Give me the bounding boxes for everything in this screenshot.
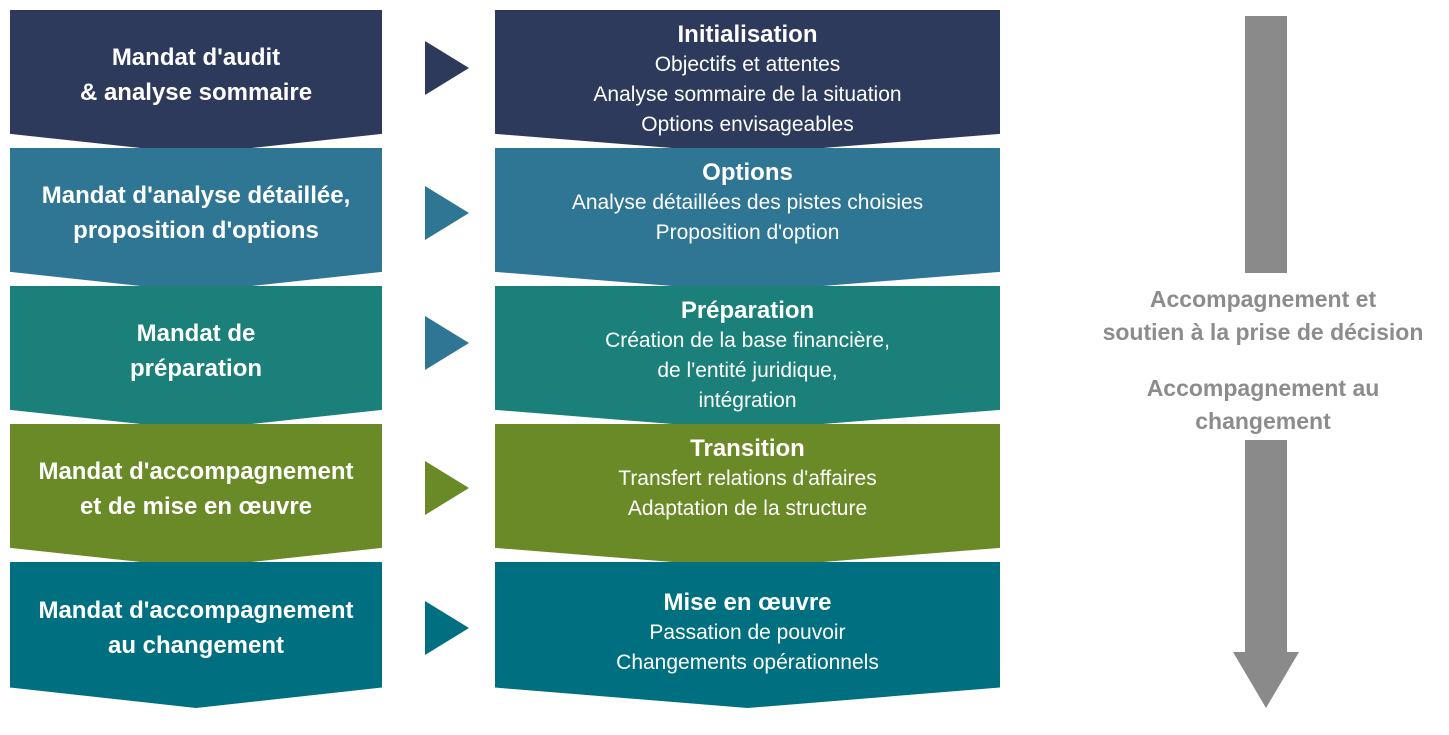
stage-5-arrow-icon [425, 601, 469, 655]
stage-detail-line: Création de la base financière, [605, 329, 890, 352]
stage-initialisation-chevron: Initialisation Objectifs et attentes Ana… [495, 10, 1000, 154]
stage-preparation-chevron: Préparation Création de la base financiè… [495, 286, 1000, 430]
mandate-audit-label: Mandat d'audit & analyse sommaire [79, 44, 313, 106]
stage-detail-line: Options envisageables [641, 113, 854, 136]
down-arrow-icon [1233, 652, 1299, 708]
mandate-implementation-chevron: Mandat d'accompagnement et de mise en œu… [10, 424, 382, 568]
mandate-preparation-chevron: Mandat de préparation [10, 286, 382, 430]
stage-detail-line: de l'entité juridique, [657, 359, 838, 382]
decision-support-label: Accompagnement et soutien à la prise de … [1102, 286, 1424, 345]
stage-detail-line: Analyse sommaire de la situation [593, 83, 902, 106]
mandate-change-label: Mandat d'accompagnement au changement [38, 597, 354, 659]
stage-detail-line: Transfert relations d'affaires [618, 467, 877, 490]
stage-detail-line: Objectifs et attentes [654, 53, 841, 76]
stage-transition-details: Transfert relations d'affaires Adaptatio… [618, 464, 876, 524]
mandate-analysis-label: Mandat d'analyse détaillée, proposition … [41, 182, 351, 244]
mandate-change-chevron: Mandat d'accompagnement au changement [10, 562, 382, 708]
mandate-preparation-label: Mandat de préparation [129, 320, 263, 382]
stage-detail-line: Passation de pouvoir [649, 621, 846, 644]
stage-preparation-title: Préparation [680, 297, 815, 324]
stage-preparation-details: Création de la base financière, de l'ent… [605, 326, 890, 416]
stage-detail-line: intégration [698, 389, 797, 412]
stage-mise-en-oeuvre-details: Passation de pouvoir Changements opérati… [616, 618, 879, 678]
mandate-analysis-chevron: Mandat d'analyse détaillée, proposition … [10, 148, 382, 292]
change-support-label: Accompagnement au changement [1146, 375, 1380, 434]
stage-mise-en-oeuvre-title: Mise en œuvre [663, 589, 832, 616]
stage-initialisation-title: Initialisation [677, 21, 818, 48]
stage-mise-en-oeuvre-chevron: Mise en œuvre Passation de pouvoir Chang… [495, 562, 1000, 708]
mandate-audit-chevron: Mandat d'audit & analyse sommaire [10, 10, 382, 154]
stage-detail-line: Adaptation de la structure [627, 497, 868, 520]
stage-options-title: Options [702, 159, 793, 186]
stage-1-arrow-icon [425, 41, 469, 95]
progress-arrow-top-shaft [1245, 16, 1287, 273]
stage-detail-line: Changements opérationnels [616, 651, 879, 674]
stage-3-arrow-icon [425, 316, 469, 370]
mandate-implementation-label: Mandat d'accompagnement et de mise en œu… [38, 458, 354, 520]
stage-detail-line: Analyse détaillées des pistes choisies [571, 191, 924, 214]
stage-transition-chevron: Transition Transfert relations d'affaire… [495, 424, 1000, 568]
stage-options-chevron: Options Analyse détaillées des pistes ch… [495, 148, 1000, 292]
stage-2-arrow-icon [425, 186, 469, 240]
stage-detail-line: Proposition d'option [655, 221, 840, 244]
stage-initialisation-details: Objectifs et attentes Analyse sommaire d… [593, 50, 901, 140]
stage-transition-title: Transition [690, 435, 805, 462]
stage-options-details: Analyse détaillées des pistes choisies P… [572, 188, 923, 248]
progress-arrow-bottom-shaft [1245, 440, 1287, 654]
stage-4-arrow-icon [425, 461, 469, 515]
